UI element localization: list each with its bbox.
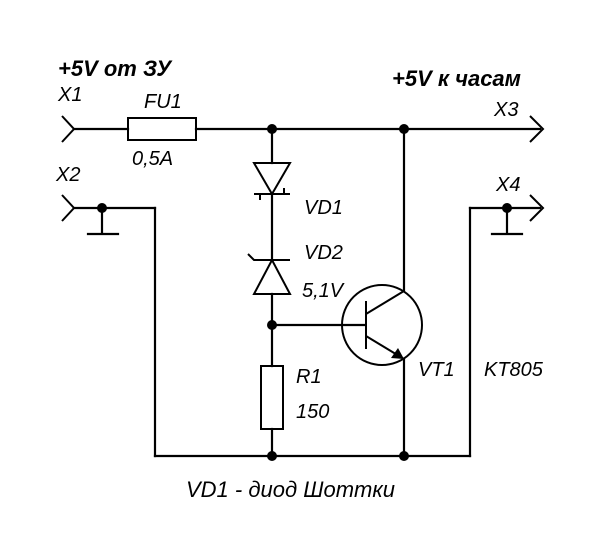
fuse-value-label: 0,5A	[132, 148, 173, 170]
x4-label: X4	[495, 174, 520, 196]
zener-diode-vd2	[247, 253, 292, 295]
resistor-r1	[260, 365, 284, 430]
junction-dot	[502, 203, 512, 213]
junction-dot	[399, 451, 409, 461]
output-supply-label: +5V к часам	[392, 66, 521, 91]
junction-dot	[399, 124, 409, 134]
footnote-label: VD1 - диод Шоттки	[186, 477, 395, 502]
x3-label: X3	[493, 99, 518, 121]
input-supply-label: +5V от ЗУ	[58, 56, 173, 81]
vd2-value-label: 5,1V	[302, 280, 345, 302]
r1-value-label: 150	[296, 401, 329, 423]
x1-label: X1	[57, 84, 82, 106]
junction-dot	[267, 320, 277, 330]
vd1-label: VD1	[304, 197, 343, 219]
junction-dot	[267, 124, 277, 134]
x2-connector	[61, 194, 76, 222]
x2-label: X2	[55, 164, 80, 186]
fuse-name-label: FU1	[144, 91, 182, 113]
x4-connector	[529, 194, 545, 222]
fuse-fu1	[127, 117, 197, 141]
vt1-label: VT1	[418, 359, 455, 381]
r1-label: R1	[296, 366, 322, 388]
x3-connector	[529, 115, 545, 143]
junction-dot	[267, 451, 277, 461]
transistor-vt1	[341, 284, 423, 366]
junction-dot	[97, 203, 107, 213]
x1-connector	[61, 115, 76, 143]
vt1-type-label: KT805	[484, 359, 544, 381]
vd2-label: VD2	[304, 242, 343, 264]
